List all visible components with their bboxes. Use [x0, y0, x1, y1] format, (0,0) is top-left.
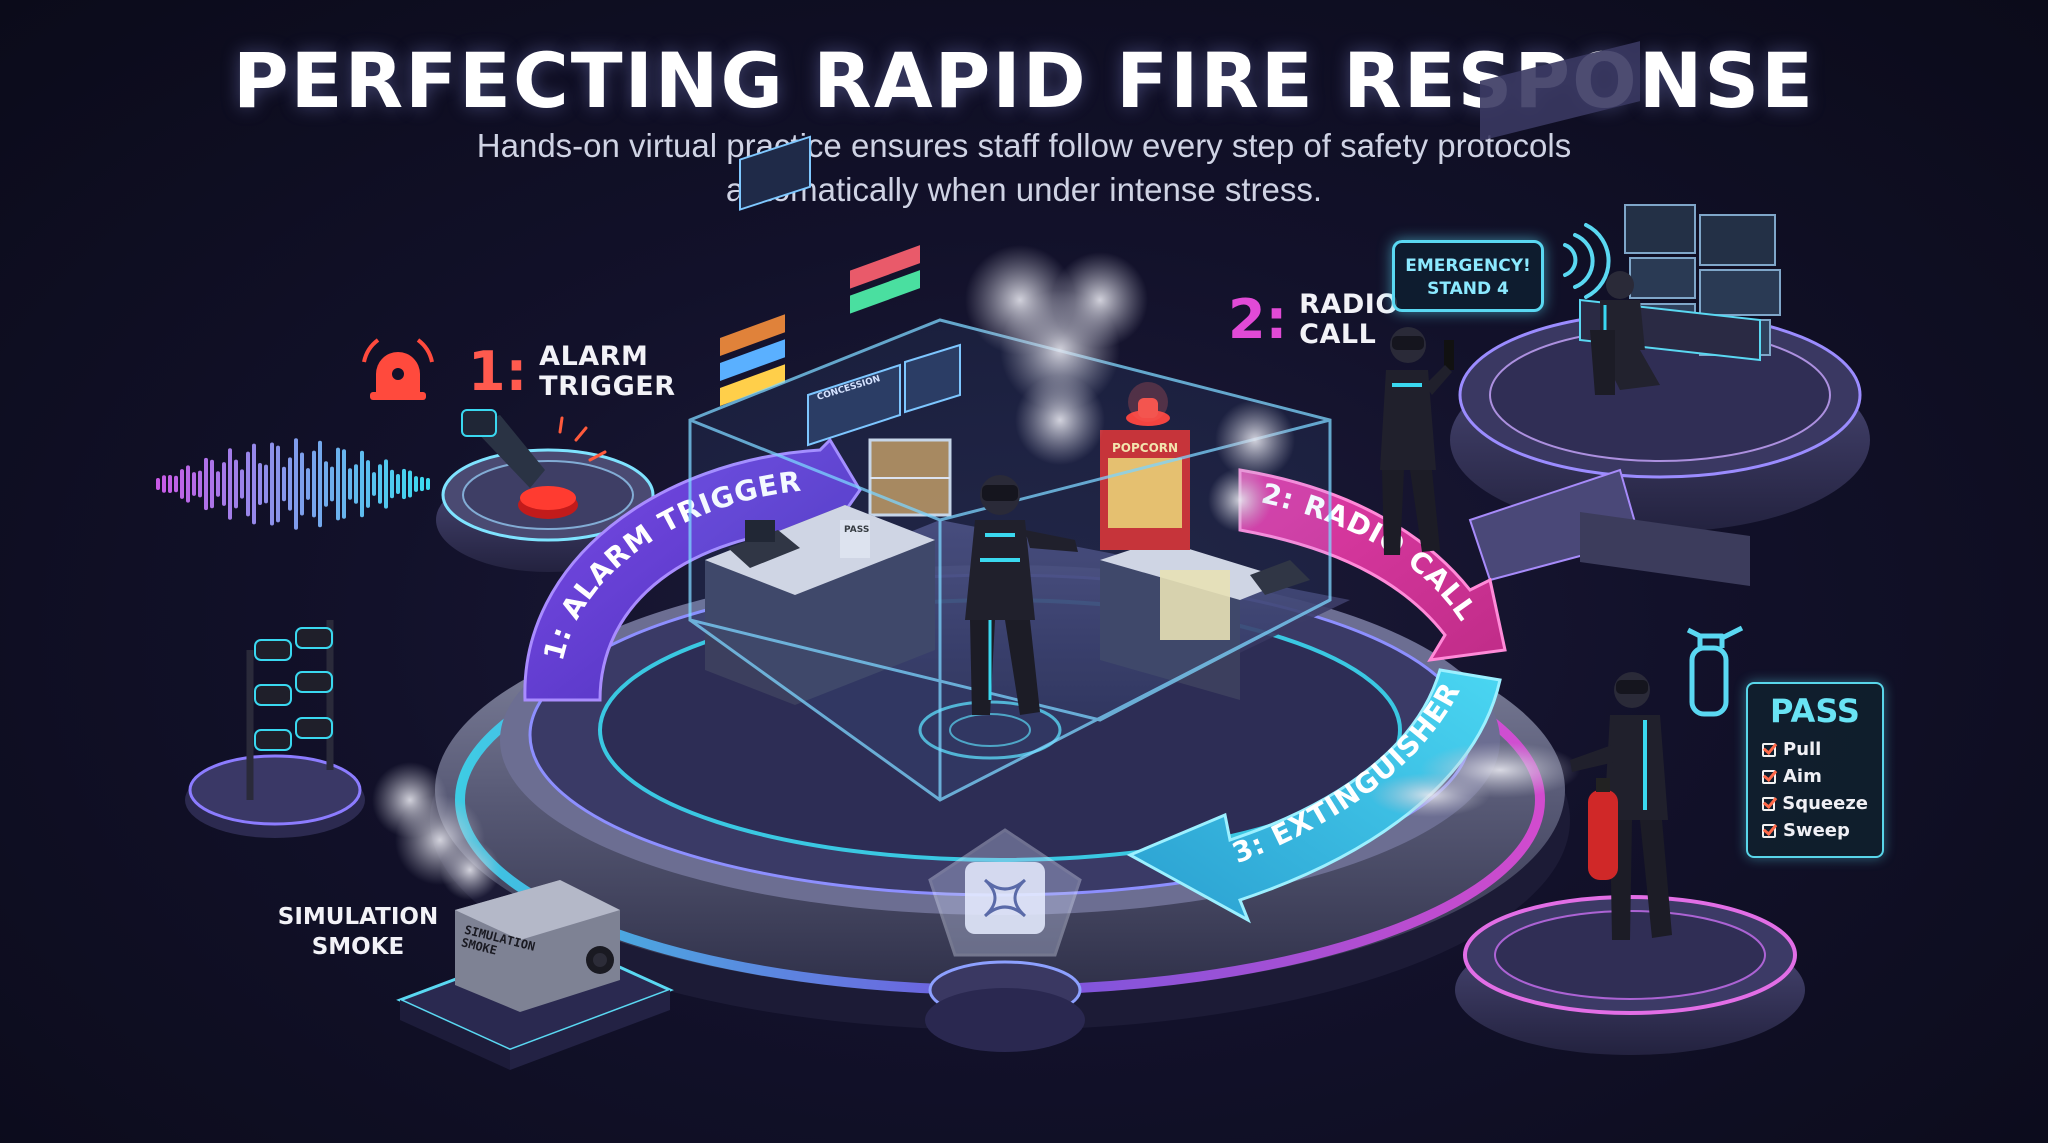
control-operator [1590, 271, 1660, 395]
cash-register [728, 520, 800, 568]
subtitle-line-2: automatically when under intense stress. [725, 171, 1323, 208]
register-tag: PASS [840, 520, 870, 558]
step-alarm-text: ALARM TRIGGER [539, 342, 675, 402]
step-radio-line1: RADIO [1299, 289, 1399, 320]
checkbox-checked-icon [1762, 823, 1776, 838]
extinguisher-podium [1455, 895, 1805, 1055]
page-subtitle: Hands-on virtual practice ensures staff … [300, 124, 1748, 212]
vr-trainee-center [965, 475, 1078, 715]
sound-wave-icon [156, 438, 430, 530]
popcorn-machine: POPCORN [1100, 382, 1190, 550]
pass-checklist-card: PASS Pull Aim Squeeze Sweep [1746, 682, 1884, 858]
pass-item: Aim [1762, 763, 1868, 790]
vr-headset-icon [982, 485, 1018, 501]
checkbox-checked-icon [1762, 742, 1776, 757]
snack-shelves [720, 245, 920, 406]
control-room-platform [1450, 41, 1870, 586]
pass-title: PASS [1770, 692, 1860, 730]
fire-extinguisher-icon [1686, 625, 1744, 717]
checkbox-checked-icon [1762, 796, 1776, 811]
cube-logo-icon [925, 828, 1085, 1052]
speech-line-1: EMERGENCY! [1405, 256, 1531, 276]
simulation-smoke-label: SIMULATION SMOKE [268, 902, 448, 962]
alarm-bell-icon [362, 338, 434, 400]
smoke-clouds [372, 245, 1580, 900]
pass-item: Squeeze [1762, 790, 1868, 817]
smoke-machine-podium [396, 880, 674, 1070]
svg-text:POPCORN: POPCORN [1112, 441, 1178, 455]
subtitle-line-1: Hands-on virtual practice ensures staff … [476, 127, 1572, 164]
step-alarm-line2: TRIGGER [539, 371, 676, 402]
smoke-label-line-2: SMOKE [311, 934, 405, 960]
headset-rack [185, 620, 365, 838]
step-radio-label: 2: RADIO CALL [1228, 290, 1399, 350]
pass-item-label: Sweep [1783, 820, 1850, 841]
pass-item-label: Squeeze [1782, 793, 1868, 814]
vr-trainee-radio [1380, 327, 1454, 555]
step-alarm-number: 1: [468, 340, 528, 403]
radio-icon [1444, 340, 1454, 370]
svg-text:PASS: PASS [844, 525, 869, 535]
pass-item-label: Pull [1783, 739, 1822, 760]
emergency-speech-bubble: EMERGENCY! STAND 4 [1392, 240, 1544, 312]
step-alarm-line1: ALARM [539, 341, 649, 372]
radio-waves-icon [1563, 223, 1611, 299]
step-alarm-label: 1: ALARM TRIGGER [468, 342, 675, 402]
pass-item: Sweep [1762, 817, 1868, 844]
pass-item: Pull [1762, 736, 1868, 763]
vr-trainee-extinguisher [1570, 672, 1672, 940]
speech-line-2: STAND 4 [1427, 279, 1509, 299]
pass-item-label: Aim [1783, 766, 1822, 787]
smoke-label-line-1: SIMULATION [277, 904, 439, 930]
step-radio-line2: CALL [1299, 319, 1377, 350]
step-radio-text: RADIO CALL [1299, 290, 1399, 350]
step-radio-number: 2: [1228, 288, 1288, 351]
checkbox-checked-icon [1762, 769, 1776, 784]
